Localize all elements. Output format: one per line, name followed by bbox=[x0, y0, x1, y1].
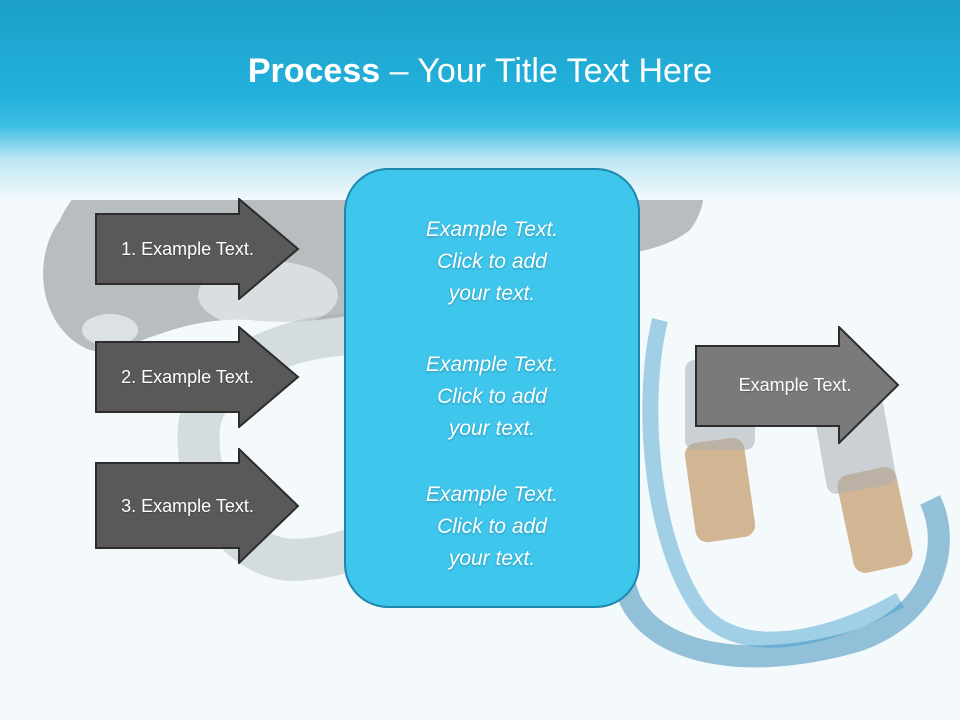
center-text-block-1: Example Text. Click to add your text. bbox=[346, 214, 638, 310]
header-band bbox=[0, 0, 960, 200]
arrow-shape-icon bbox=[95, 326, 300, 428]
arrow-shape-icon bbox=[695, 326, 900, 444]
block-line: Click to add bbox=[437, 250, 547, 273]
block-line: Example Text. bbox=[425, 353, 559, 376]
arrow-shape-icon bbox=[95, 198, 300, 300]
block-line: your text. bbox=[448, 282, 536, 305]
step-arrow-1[interactable]: 1. Example Text. bbox=[95, 198, 300, 300]
block-line: Click to add bbox=[437, 385, 547, 408]
center-text-box[interactable]: Example Text. Click to add your text. Ex… bbox=[344, 168, 640, 608]
step-label: 3. Example Text. bbox=[121, 495, 254, 516]
block-line: your text. bbox=[448, 547, 536, 570]
center-text-block-2: Example Text. Click to add your text. bbox=[346, 349, 638, 445]
arrow-shape-icon bbox=[95, 448, 300, 564]
block-line: Example Text. bbox=[425, 218, 559, 241]
center-text-block-3: Example Text. Click to add your text. bbox=[346, 479, 638, 575]
step-arrow-3[interactable]: 3. Example Text. bbox=[95, 448, 300, 564]
step-label: 1. Example Text. bbox=[121, 238, 254, 259]
step-label: 2. Example Text. bbox=[121, 366, 254, 387]
block-line: Click to add bbox=[437, 515, 547, 538]
title-bold: Process bbox=[247, 52, 381, 90]
title-rest: – Your Title Text Here bbox=[380, 52, 713, 90]
step-arrow-2[interactable]: 2. Example Text. bbox=[95, 326, 300, 428]
block-line: Example Text. bbox=[425, 483, 559, 506]
output-label: Example Text. bbox=[738, 374, 852, 395]
slide-title[interactable]: Process – Your Title Text Here bbox=[0, 52, 960, 91]
output-arrow[interactable]: Example Text. bbox=[695, 326, 900, 444]
block-line: your text. bbox=[448, 417, 536, 440]
